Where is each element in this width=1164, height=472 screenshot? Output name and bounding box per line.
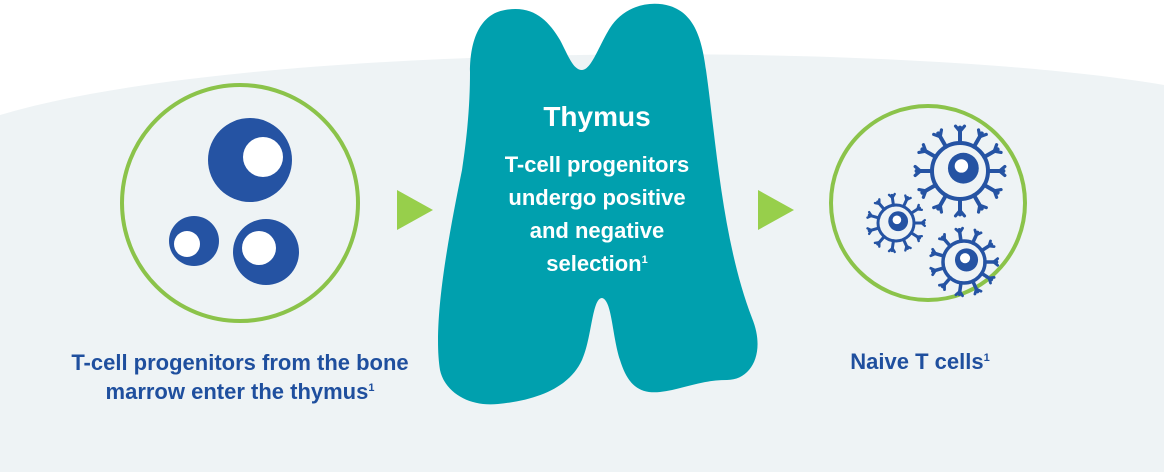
progenitor-cell bbox=[169, 216, 219, 266]
right-green-ring bbox=[829, 104, 1027, 302]
progenitor-caption-line: marrow enter the thymus bbox=[105, 379, 369, 404]
reference-superscript: 1 bbox=[983, 352, 990, 364]
naive-t-cell bbox=[866, 192, 927, 254]
naive-t-cell bbox=[913, 124, 1007, 218]
reference-superscript: 1 bbox=[641, 254, 648, 266]
naive-t-cells-icon bbox=[829, 104, 1027, 302]
play-arrow-icon bbox=[397, 190, 433, 230]
progenitor-cell bbox=[208, 118, 292, 202]
play-arrow-icon bbox=[758, 190, 794, 230]
left-green-ring bbox=[120, 83, 360, 323]
progenitor-caption-line: T-cell progenitors from the bone bbox=[71, 350, 409, 375]
naive-t-cells-caption: Naive T cells1 bbox=[820, 347, 1020, 376]
progenitor-caption: T-cell progenitors from the bone marrow … bbox=[40, 348, 440, 406]
progenitor-cell bbox=[233, 219, 299, 285]
progenitor-cells-icon bbox=[120, 83, 360, 323]
naive-t-cell-group bbox=[866, 124, 1007, 298]
thymus-description-line: T-cell progenitors bbox=[504, 152, 690, 177]
thymus-title: Thymus bbox=[543, 101, 651, 132]
thymus-description-line: selection bbox=[546, 251, 642, 276]
thymus-organ-shape bbox=[438, 3, 758, 405]
thymus-description-line: and negative bbox=[529, 218, 665, 243]
naive-t-cell bbox=[929, 226, 1000, 298]
thymus-description-line: undergo positive bbox=[508, 185, 686, 210]
naive-t-cells-label: Naive T cells bbox=[850, 349, 984, 374]
thymus-description: T-cell progenitors undergo positive and … bbox=[470, 148, 724, 280]
reference-superscript: 1 bbox=[368, 382, 375, 394]
